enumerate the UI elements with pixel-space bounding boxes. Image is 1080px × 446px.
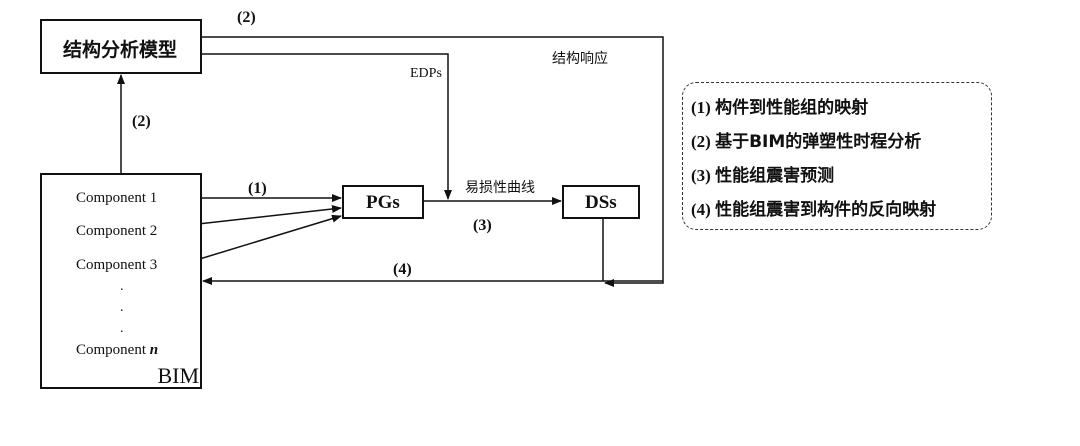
step2-top-label: (2) (237, 9, 256, 26)
dss-node: DSs (562, 185, 640, 219)
line-model-structural-response (201, 36, 664, 287)
structural-model-label: 结构分析模型 (63, 39, 178, 61)
ellipsis-dot: . (120, 300, 124, 315)
ellipsis-dot: . (120, 321, 124, 336)
bim-node: Component 1 Component 2 Component 3 . . … (40, 173, 202, 389)
pgs-node: PGs (342, 185, 424, 219)
bim-label: BIM (157, 363, 199, 388)
component-1: Component 1 (76, 190, 158, 206)
arrow-component2-to-pgs (179, 205, 342, 227)
component-n: Component n (76, 342, 159, 358)
legend: (1) 构件到性能组的映射 (2) 基于BIM的弹塑性时程分析 (3) 性能组震… (682, 82, 992, 230)
step3-label: (3) (473, 217, 492, 234)
step4-label: (4) (393, 261, 412, 278)
legend-item: (3) 性能组震害预测 (691, 166, 835, 186)
edps-label: EDPs (410, 66, 442, 81)
dss-label: DSs (585, 192, 617, 213)
legend-item: (2) 基于BIM的弹塑性时程分析 (691, 132, 922, 152)
pgs-label: PGs (366, 192, 400, 213)
legend-item: (4) 性能组震害到构件的反向映射 (691, 200, 937, 220)
step1-label: (1) (248, 180, 267, 197)
component-3: Component 3 (76, 257, 158, 273)
fragility-curve-label: 易损性曲线 (465, 180, 535, 196)
component-2: Component 2 (76, 223, 158, 239)
step2-vertical-label: (2) (132, 113, 151, 130)
legend-item: (1) 构件到性能组的映射 (691, 98, 869, 118)
ellipsis-dot: . (120, 279, 124, 294)
structural-model-node: 结构分析模型 (40, 19, 202, 74)
arrow-model-edps (201, 53, 452, 200)
structural-response-label: 结构响应 (552, 51, 608, 67)
